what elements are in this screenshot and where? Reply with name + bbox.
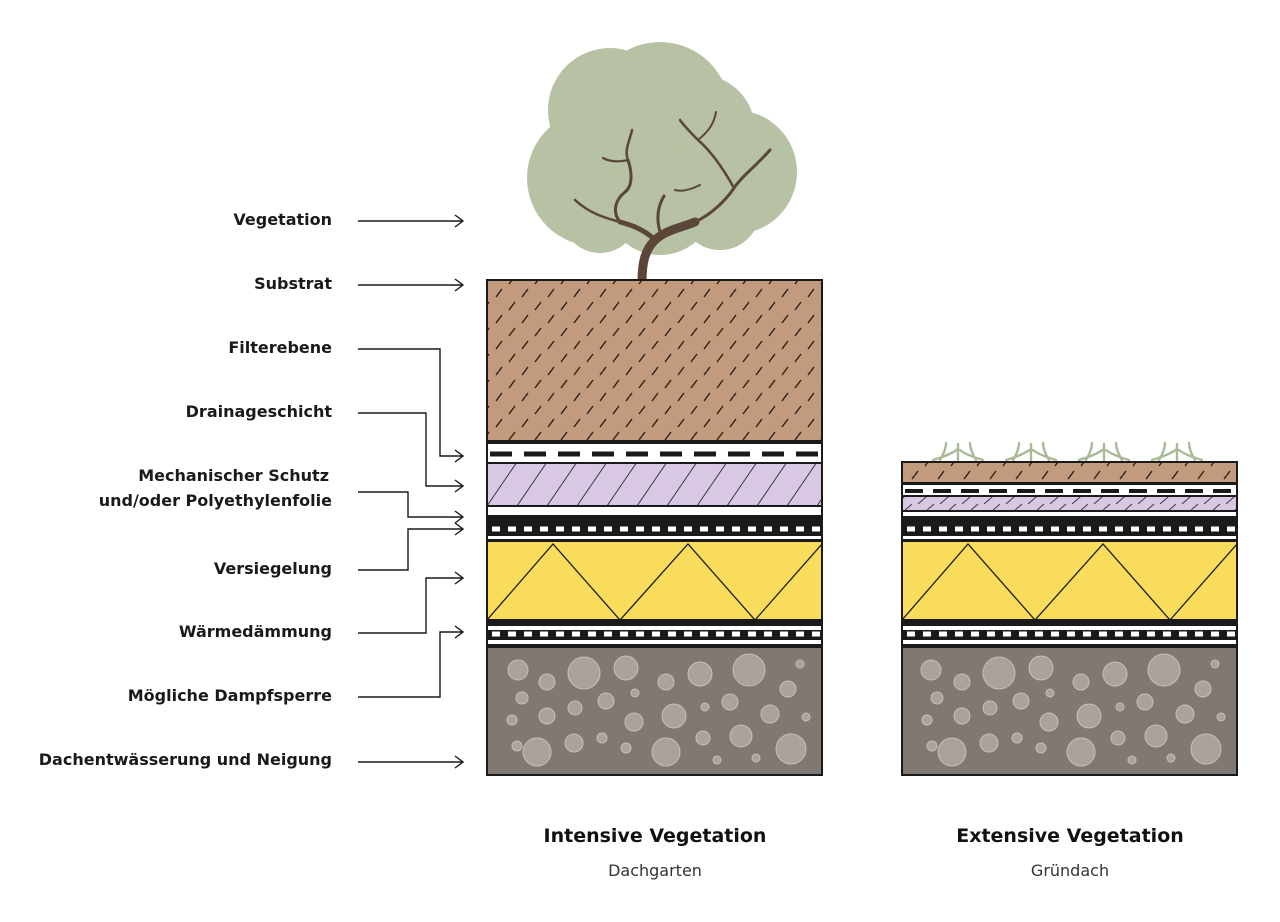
layer-vapor-barrier [487, 622, 822, 648]
layer-filter [487, 440, 822, 464]
grass-tuft-3 [1077, 441, 1131, 462]
label-schutz-line2: und/oder Polyethylenfolie [98, 491, 332, 510]
label-drainageschicht: Drainageschicht [185, 402, 332, 421]
arrow-filterebene [358, 348, 465, 463]
layer-substrate [487, 280, 822, 440]
extensive-stack [902, 462, 1237, 775]
layer-insulation-thin [902, 542, 1237, 622]
arrow-schutz [358, 491, 465, 524]
label-schutz-line1: Mechanischer Schutz [138, 466, 329, 485]
layer-drainage [487, 464, 822, 507]
arrow-versiegelung [358, 522, 465, 571]
label-substrat: Substrat [254, 274, 332, 293]
caption-extensive-title: Extensive Vegetation [956, 825, 1184, 847]
layer-substrate-thin [902, 462, 1237, 482]
layer-sealing-thin [902, 519, 1237, 542]
layer-concrete-thin [902, 648, 1237, 775]
layer-drainage-thin [902, 497, 1237, 512]
arrow-drainageschicht [358, 412, 465, 493]
arrow-waermedaemmung [358, 571, 465, 634]
layer-protection-thin [902, 512, 1237, 519]
grass-tuft-4 [1150, 441, 1204, 462]
leader-lines [358, 214, 465, 769]
grass-tuft-1 [931, 441, 985, 462]
layer-concrete [487, 648, 822, 775]
arrow-vegetation [358, 214, 465, 228]
caption-extensive-subtitle: Gründach [1030, 861, 1110, 880]
tree-icon [527, 42, 797, 287]
arrow-substrat [358, 278, 465, 292]
layer-sealing [487, 518, 822, 542]
layer-vapor-barrier-thin [902, 622, 1237, 648]
intensive-stack-outline [486, 279, 823, 776]
tree-canopy [527, 42, 797, 255]
caption-intensive-title: Intensive Vegetation [543, 825, 767, 847]
arrow-dachentwaesserung [358, 755, 465, 769]
layer-protection [487, 507, 822, 518]
layer-insulation [487, 542, 822, 622]
extensive-stack-outline [901, 461, 1238, 776]
label-waermedaemmung: Wärmedämmung [178, 622, 332, 641]
label-versiegelung: Versiegelung [213, 559, 332, 578]
label-dachentwaesserung: Dachentwässerung und Neigung [38, 750, 332, 769]
label-dampfsperre: Mögliche Dampfsperre [127, 686, 332, 705]
grass-icons [931, 441, 1204, 462]
intensive-stack [487, 280, 822, 775]
layer-filter-thin [902, 482, 1237, 497]
label-vegetation: Vegetation [233, 210, 332, 229]
arrow-dampfsperre [358, 625, 465, 698]
caption-intensive-subtitle: Dachgarten [608, 861, 702, 880]
label-filterebene: Filterebene [228, 338, 332, 357]
tree-trunk [573, 111, 772, 287]
grass-tuft-2 [1004, 441, 1058, 462]
